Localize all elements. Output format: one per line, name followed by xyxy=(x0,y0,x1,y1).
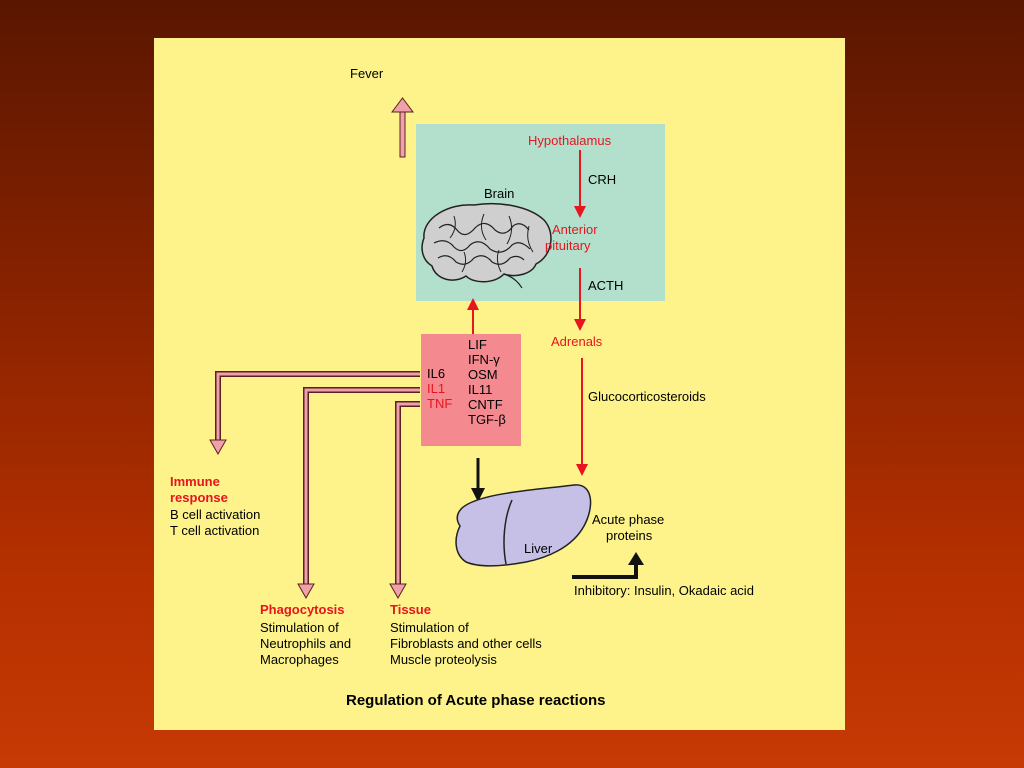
liver-label: Liver xyxy=(524,541,553,556)
fever-label: Fever xyxy=(350,66,384,81)
proteins-label: proteins xyxy=(606,528,653,543)
pituitary-label: pituitary xyxy=(545,238,591,253)
liver-illustration xyxy=(455,484,592,567)
immune-heading-2: response xyxy=(170,490,228,505)
diagram-panel: Fever Hypothalamus CRH Brain Anterior pi… xyxy=(154,38,845,730)
tissue-pathway-arrow xyxy=(389,401,420,600)
brain-label: Brain xyxy=(484,186,515,201)
phagocytosis-pathway-arrow xyxy=(297,387,420,600)
phagocytosis-line-3: Macrophages xyxy=(260,652,339,667)
cytokine-ifn-gamma: IFN-γ xyxy=(468,352,500,367)
tissue-line-3: Muscle proteolysis xyxy=(390,652,497,667)
fever-arrow xyxy=(391,97,414,158)
inhibitory-arrow xyxy=(572,552,644,579)
immune-line-2: T cell activation xyxy=(170,523,260,538)
acute-phase-label: Acute phase xyxy=(592,512,665,527)
adrenals-label: Adrenals xyxy=(551,334,603,349)
cytokine-tgf-beta: TGF-β xyxy=(468,412,506,427)
acth-label: ACTH xyxy=(588,278,624,293)
phagocytosis-line-1: Stimulation of xyxy=(260,620,339,635)
acth-arrow xyxy=(574,268,586,331)
phagocytosis-line-2: Neutrophils and xyxy=(260,636,352,651)
cytokine-to-brain-arrow xyxy=(467,298,479,334)
diagram-graphics xyxy=(209,97,644,600)
cytokine-il11: IL11 xyxy=(468,382,493,397)
immune-heading-1: Immune xyxy=(170,474,220,489)
cytokine-il1: IL1 xyxy=(427,381,446,396)
anterior-label: Anterior xyxy=(552,222,598,237)
cytokine-tnf: TNF xyxy=(427,396,453,411)
crh-arrow xyxy=(574,150,586,218)
crh-label: CRH xyxy=(588,172,617,187)
immune-pathway-arrow xyxy=(209,371,420,456)
cytokine-osm: OSM xyxy=(468,367,498,382)
diagram-title: Regulation of Acute phase reactions xyxy=(346,692,606,709)
cytokine-il6: IL6 xyxy=(427,366,446,381)
glucocorticosteroids-label: Glucocorticosteroids xyxy=(588,389,706,404)
tissue-heading: Tissue xyxy=(390,602,431,617)
glucocorticosteroids-arrow xyxy=(576,358,588,476)
tissue-line-1: Stimulation of xyxy=(390,620,469,635)
brain-illustration xyxy=(421,202,552,289)
cytokine-to-liver-arrow xyxy=(471,458,485,502)
cytokine-cntf: CNTF xyxy=(468,397,503,412)
inhibitory-label: Inhibitory: Insulin, Okadaic acid xyxy=(574,583,754,598)
hypothalamus-label: Hypothalamus xyxy=(528,133,612,148)
tissue-line-2: Fibroblasts and other cells xyxy=(390,636,542,651)
cytokine-box xyxy=(421,334,521,446)
phagocytosis-heading: Phagocytosis xyxy=(260,602,345,617)
cytokine-lif: LIF xyxy=(468,337,487,352)
immune-line-1: B cell activation xyxy=(170,507,261,522)
